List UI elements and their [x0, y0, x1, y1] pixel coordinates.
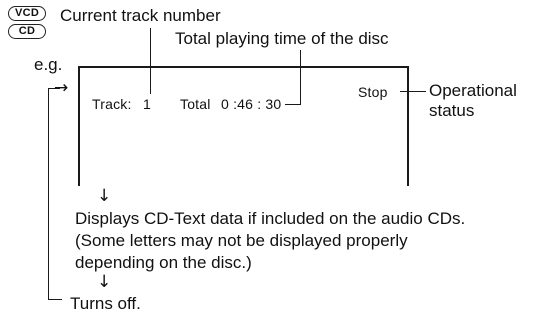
cd-badge: CD	[8, 24, 46, 39]
track-number: 1	[143, 96, 151, 112]
screen-frame-left	[78, 66, 80, 186]
status-label-line2: status	[429, 101, 475, 120]
status-leader-line	[400, 91, 426, 92]
loop-right-arrow: →	[54, 78, 69, 98]
total-time-leader-vertical	[300, 50, 301, 105]
down-arrow-1: ↓	[97, 186, 112, 206]
screen-frame-right	[407, 66, 409, 186]
status-label-line1: Operational	[429, 81, 517, 100]
status-value: Stop	[358, 84, 388, 100]
total-time-label: Total playing time of the disc	[175, 29, 389, 48]
loop-line-vertical	[48, 88, 49, 300]
loop-line-top	[48, 88, 60, 89]
total-time-value: 0 :46 : 30	[221, 96, 282, 112]
turns-off-label: Turns off.	[70, 294, 141, 313]
vcd-badge: VCD	[8, 6, 46, 21]
track-label: Track:	[92, 96, 132, 112]
example-label: e.g.	[34, 55, 63, 74]
track-leader-line	[150, 28, 151, 94]
total-time-leader-horizontal	[285, 104, 301, 105]
cd-text-line3: depending on the disc.)	[75, 253, 252, 272]
total-label: Total	[180, 96, 211, 112]
cd-text-line2: (Some letters may not be displayed prope…	[75, 231, 408, 250]
screen-frame-top	[78, 66, 409, 68]
loop-line-bottom	[48, 299, 62, 300]
current-track-label: Current track number	[60, 6, 221, 25]
cd-text-line1: Displays CD-Text data if included on the…	[75, 209, 466, 228]
down-arrow-2: ↓	[97, 272, 112, 292]
